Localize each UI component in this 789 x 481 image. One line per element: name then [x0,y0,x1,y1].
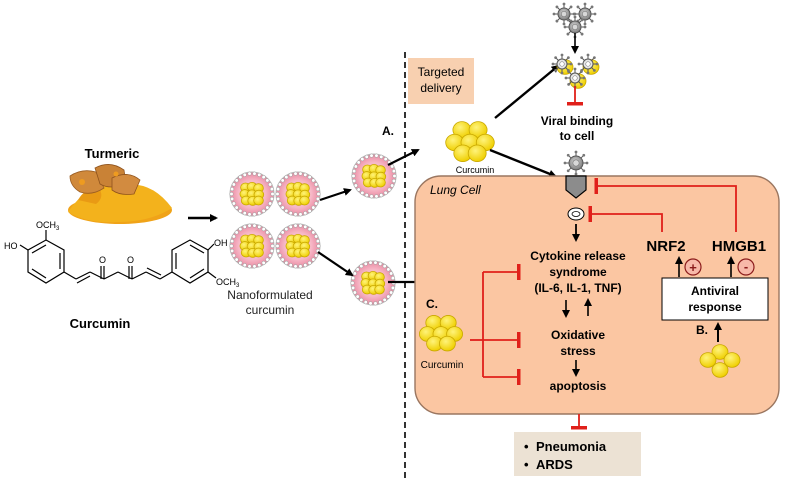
apoptosis-label: apoptosis [550,379,607,393]
curcumin-particle [467,144,487,162]
hmgb1-label: HMGB1 [712,238,766,255]
nanoparticle-1 [229,171,275,217]
entry-virus [563,150,589,176]
nano-label-line1: Nanoformulated [227,288,312,302]
arrow-nano-to-lower [317,251,354,277]
outcome-bullet-2: • [524,457,529,472]
targeted-delivery-line1: Targeted [418,65,465,79]
targeted-delivery-box [408,58,474,104]
free-curcumin-particles-c [418,315,464,352]
viral-binding-line2: to cell [560,129,595,143]
arrow-upper-to-curcumin [387,149,420,166]
bound-virus-3 [564,67,586,89]
liposome-curcumin-core [299,247,310,258]
curcumin-particle [438,335,456,352]
outcome-ards: ARDS [536,457,573,472]
arrow-curcumin-to-viral [494,64,560,119]
nanoparticle-upper-single [351,153,397,199]
carbonyl-o-1: O [99,255,106,265]
curcumin-c-inhibition-lines [470,264,521,385]
liposome-curcumin-core [253,247,264,258]
endosome-icon [567,207,585,221]
liposome-curcumin-core [375,177,386,188]
liposome-curcumin-core [299,195,310,206]
antiviral-line2: response [688,300,742,314]
targeted-delivery-line2: delivery [420,81,461,95]
curcumin-label: Curcumin [70,316,131,331]
marker-c: C. [426,297,438,311]
outcomes-box [514,432,641,476]
lung-cell-title: Lung Cell [430,183,481,197]
minus-sign: - [744,259,748,274]
marker-a: A. [382,124,394,138]
entering-virus-icon [563,150,589,176]
arrow-curcumin-to-receptor [489,148,557,178]
plus-sign: + [689,260,697,275]
curcumin-particle [699,352,717,368]
free-curcumin-particles-b [699,344,741,378]
curcumin-a-label: Curcumin [456,165,495,175]
oxidative-line2: stress [560,344,596,358]
cytokine-line3: (IL-6, IL-1, TNF) [534,281,621,295]
virus-3 [563,15,587,39]
nanoparticle-4 [275,223,321,269]
nanoparticle-3 [229,223,275,269]
upregulate-sign: + [684,258,702,276]
lung-cell [414,175,780,415]
nanoparticle-lower-single [350,260,396,306]
downregulate-sign: - [737,258,755,276]
liposome-curcumin-core [253,195,264,206]
antiviral-line1: Antiviral [691,284,739,298]
liposome-curcumin-core [374,284,385,295]
antiviral-response-box [661,277,769,321]
curcumin-bound-virus [551,53,600,89]
curcumin-c-label: Curcumin [421,360,464,371]
viral-binding-line1: Viral binding [541,114,613,128]
curcumin-particle [711,362,729,378]
nanoparticle-cluster [229,153,397,306]
cytokine-line2: syndrome [549,265,607,279]
outcome-bullet-1: • [524,439,529,454]
oxidative-line1: Oxidative [551,328,605,342]
marker-b: B. [696,323,708,337]
turmeric-image [68,164,172,224]
bound-virus-1 [551,53,573,75]
curcumin-structure [19,230,217,284]
nanoparticle-2 [275,171,321,217]
outcome-pneumonia: Pneumonia [536,439,607,454]
free-curcumin-particles-a [445,121,495,162]
virus-1 [552,2,576,26]
arrow-nano-to-upper [319,188,352,202]
curcumin-particle [711,344,729,360]
cytokine-line1: Cytokine release [530,249,626,263]
nano-label-line2: curcumin [246,303,295,317]
curcumin-particle [723,352,741,368]
nrf2-label: NRF2 [646,238,685,255]
och3-top-label: OCH3 [36,220,60,232]
virus-2 [573,2,597,26]
turmeric-label: Turmeric [85,146,140,161]
och3-right-label: OCH3 [216,277,240,289]
ho-label: HO [4,241,18,251]
nrf2-hmgb1-inhibition-lines [588,178,737,232]
oh-label: OH [214,238,228,248]
coronavirus-particles [552,2,597,39]
ace2-receptor-icon [565,175,587,199]
carbonyl-o-2: O [127,255,134,265]
